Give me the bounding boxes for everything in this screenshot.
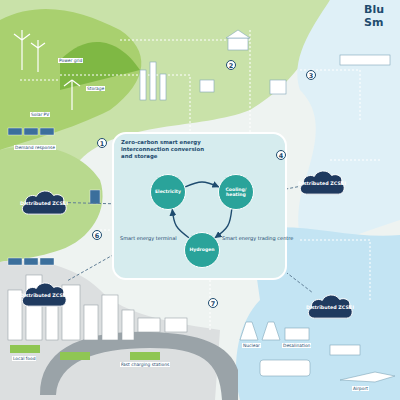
cycle-arrow [215, 209, 232, 237]
dashed-link [68, 203, 112, 204]
distributed-cloud: Distributed ZCSEI [306, 292, 354, 320]
node-text: Distributed ZCSEI [298, 178, 346, 187]
part-label: Storage [86, 86, 105, 91]
cycle-arrow [185, 182, 218, 187]
node-text: Distributed ZCSEI [20, 198, 68, 207]
part-label: Airport [352, 386, 369, 391]
title-fragment: Sm [364, 17, 383, 30]
node-text: Zero-carbon smart energy interconnection… [114, 134, 213, 159]
energy-circle: Hydrogen [184, 232, 220, 268]
callout-number: 2 [226, 60, 236, 70]
node-text: Cooling/ heating [219, 185, 253, 200]
part-label: Smart energy trading centre [222, 236, 293, 242]
dashed-link [287, 273, 312, 292]
callout-number: 6 [92, 230, 102, 240]
distributed-cloud: Distributed ZCSEI [20, 280, 68, 308]
callout-number: 4 [276, 150, 286, 160]
part-label: Power grid [58, 58, 83, 63]
part-label: Fast charging stations [120, 362, 170, 367]
hub-panel: Zero-carbon smart energy interconnection… [112, 132, 287, 280]
part-label: Local food [12, 356, 36, 361]
dashed-link [287, 187, 298, 189]
part-label: Desalination [282, 343, 311, 348]
dashed-link [68, 256, 112, 281]
part-label: Nuclear [242, 343, 261, 348]
part-label: Smart energy terminal [120, 236, 177, 242]
distributed-cloud: Distributed ZCSEI [298, 168, 346, 196]
part-label: Solar PV [30, 112, 50, 117]
energy-circle: Cooling/ heating [218, 174, 254, 210]
node-text: Hydrogen [187, 245, 216, 254]
energy-circle: Electricity [150, 174, 186, 210]
distributed-cloud: Distributed ZCSEI [20, 188, 68, 216]
callout-number: 3 [306, 70, 316, 80]
callout-number: 7 [208, 298, 218, 308]
cycle-arrow [172, 209, 189, 237]
title-fragment: Blu [364, 4, 384, 17]
part-label: Demand response [14, 145, 56, 150]
node-text: Distributed ZCSEI [306, 302, 354, 311]
node-text: Electricity [153, 187, 183, 196]
callout-number: 1 [97, 138, 107, 148]
node-text: Distributed ZCSEI [20, 290, 68, 299]
